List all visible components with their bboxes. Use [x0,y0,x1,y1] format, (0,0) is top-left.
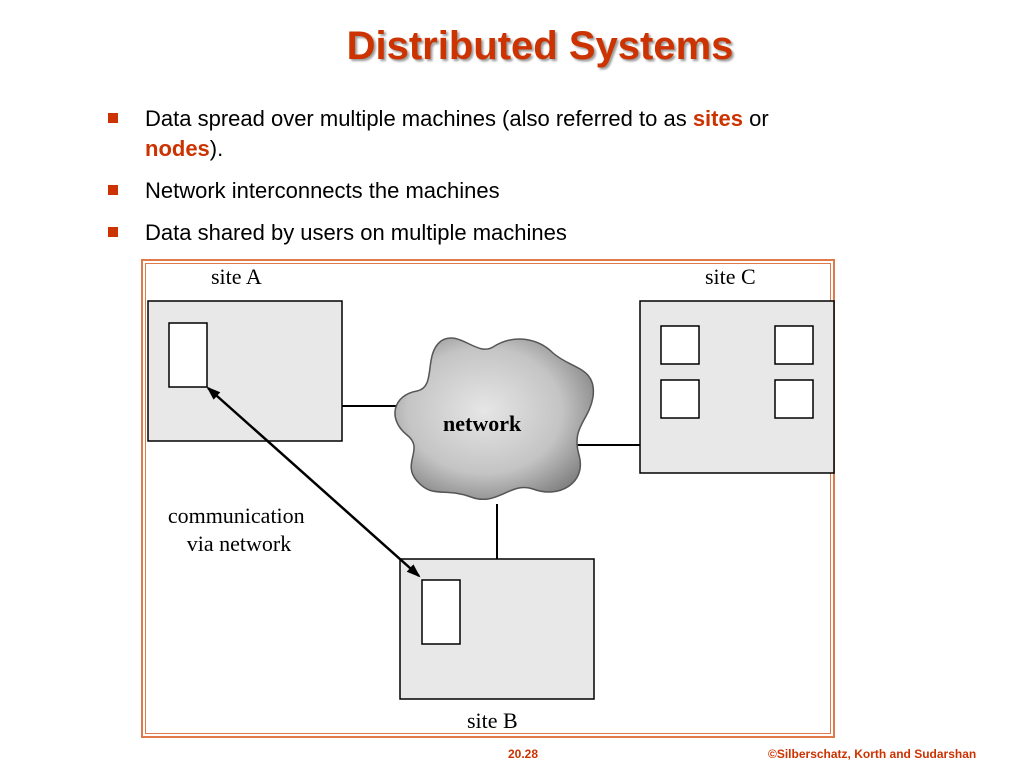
distributed-system-diagram: site A site C site B network communicati… [147,264,835,733]
site-a-label: site A [211,264,262,289]
site-a: site A [147,264,343,442]
communication-label-line1: communication [168,503,305,528]
communication-label: communication via network [168,503,310,556]
site-c-label: site C [705,264,756,289]
bullet-square-icon [108,227,118,237]
site-a-node [168,322,208,388]
site-c-node [660,325,700,365]
bullet-text: Data shared by users on multiple machine… [145,220,567,245]
communication-label-line2: via network [187,531,291,556]
site-b-node [421,579,461,645]
bullet-square-icon [108,113,118,123]
site-b-label: site B [467,708,518,733]
site-c-node [660,379,700,419]
diagram-frame [141,259,835,738]
copyright: ©Silberschatz, Korth and Sudarshan [768,747,977,761]
slide-title: Distributed Systems [346,24,734,68]
site-b: site B [399,558,595,733]
bullet-item: Network interconnects the machines [108,176,928,206]
bullet-item: Data shared by users on multiple machine… [108,218,928,248]
highlight-sites: sites [692,106,743,131]
communication-arrow [206,386,421,578]
bullet-text: Network interconnects the machines [145,178,500,203]
bullet-item: Data spread over multiple machines (also… [108,104,928,164]
bullet-text: or [742,106,769,131]
site-c-node [774,379,814,419]
bullet-text: Data spread over multiple machines (also… [145,106,693,131]
highlight-nodes: nodes [145,136,210,161]
site-c-node [774,325,814,365]
bullet-square-icon [108,185,118,195]
page-number: 20.28 [508,747,539,761]
bullet-list: Data spread over multiple machines (also… [108,104,928,260]
site-c: site C [639,264,835,474]
network-label: network [443,411,522,436]
network-cloud: network [394,337,595,500]
bullet-text: ). [209,136,224,161]
